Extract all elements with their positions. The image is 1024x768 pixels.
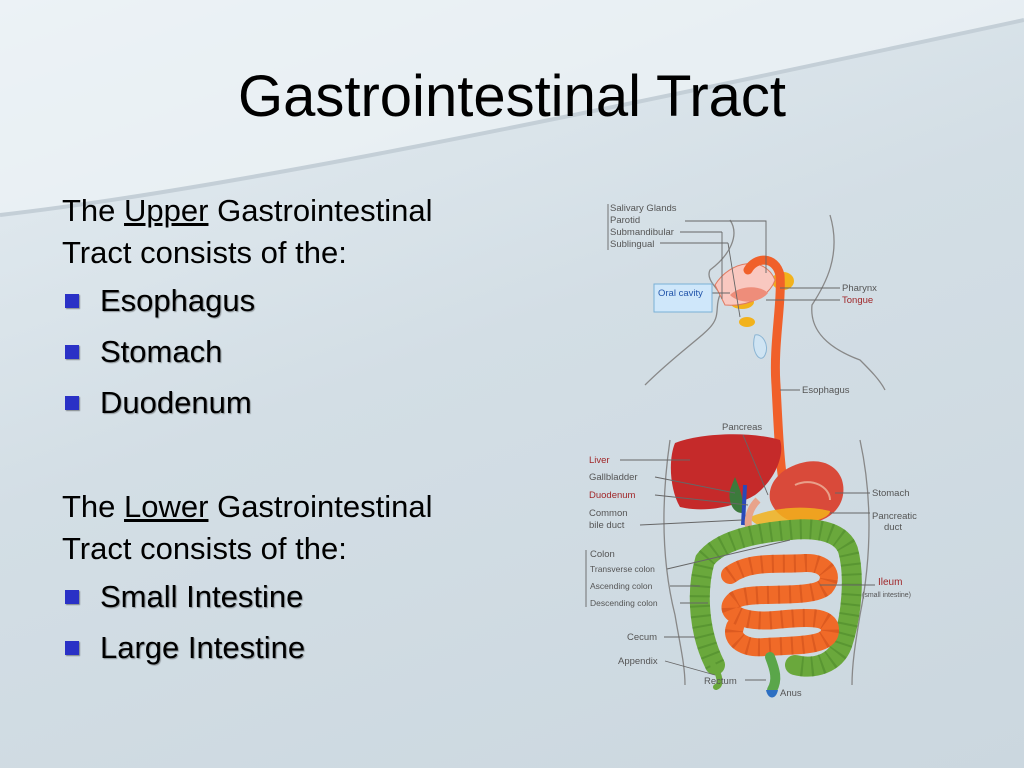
bullet-square-icon [65, 641, 79, 655]
lower-gi-list: Small Intestine Large Intestine [62, 576, 502, 669]
label-submandibular: Submandibular [610, 227, 674, 238]
label-gallbladder: Gallbladder [589, 472, 638, 483]
upper-gi-list: Esophagus Stomach Duodenum [62, 280, 502, 424]
background-swoosh [0, 0, 1024, 217]
bullet-square-icon [65, 345, 79, 359]
label-stomach: Stomach [872, 488, 910, 499]
list-item-stomach: Stomach [62, 331, 502, 373]
label-descending-colon: Descending colon [590, 598, 658, 608]
list-item-large-intestine: Large Intestine [62, 627, 502, 669]
label-liver: Liver [589, 455, 610, 466]
lower-keyword: Lower [124, 489, 209, 524]
liver-shape [670, 434, 782, 510]
oral-cavity-label-box [653, 283, 713, 313]
label-salivary-glands: Salivary Glands [610, 203, 677, 214]
trachea-shape [753, 334, 768, 359]
lower-gi-intro: The Lower Gastrointestinal Tract consist… [62, 489, 433, 566]
leader-lines [585, 204, 875, 681]
list-item-duodenum: Duodenum [62, 382, 502, 424]
rectum-shape [765, 652, 781, 695]
list-item-small-intestine: Small Intestine [62, 576, 502, 618]
label-duodenum: Duodenum [589, 490, 636, 501]
slide-title: Gastrointestinal Tract [238, 64, 786, 129]
sublingual-gland-shape [739, 317, 755, 327]
bullet-square-icon [65, 294, 79, 308]
label-sublingual: Sublingual [610, 239, 654, 250]
bullet-square-icon [65, 590, 79, 604]
anus-shape [766, 690, 778, 698]
upper-gi-intro: The Upper Gastrointestinal Tract consist… [62, 193, 433, 270]
label-pharynx: Pharynx [842, 283, 877, 294]
lower-gi-section: The Lower Gastrointestinal Tract consist… [62, 486, 502, 678]
label-common-bile-duct-1: Common [589, 508, 628, 519]
label-ileum: Ileum [878, 577, 902, 588]
label-pancreas: Pancreas [722, 422, 762, 433]
list-item-esophagus: Esophagus [62, 280, 502, 322]
colon-shape [689, 519, 862, 677]
label-small-intestine-note: (small intestine) [862, 592, 911, 599]
label-tongue: Tongue [842, 295, 873, 306]
appendix-shape [710, 662, 723, 690]
label-transverse-colon: Transverse colon [590, 564, 655, 574]
gi-tract-diagram: Salivary Glands Parotid Submandibular Su… [585, 203, 917, 699]
label-pancreatic-duct-1: Pancreatic [872, 511, 917, 522]
label-rectum: Rectum [704, 676, 737, 687]
upper-gi-section: The Upper Gastrointestinal Tract consist… [62, 190, 502, 433]
upper-keyword: Upper [124, 193, 209, 228]
label-oral-cavity: Oral cavity [658, 288, 703, 299]
label-ascending-colon: Ascending colon [590, 581, 653, 591]
label-esophagus: Esophagus [802, 385, 850, 396]
label-colon: Colon [590, 549, 615, 560]
bullet-square-icon [65, 396, 79, 410]
label-parotid: Parotid [610, 215, 640, 226]
body-outline [644, 214, 886, 686]
stomach-shape [769, 461, 844, 524]
tongue-shape [730, 287, 768, 302]
label-appendix: Appendix [618, 656, 658, 667]
diagram-labels: Salivary Glands Parotid Submandibular Su… [610, 203, 677, 250]
label-cecum: Cecum [627, 632, 657, 643]
small-intestine-shape [721, 554, 840, 657]
label-anus: Anus [780, 688, 802, 699]
label-pancreatic-duct-2: duct [884, 522, 902, 533]
label-common-bile-duct-2: bile duct [589, 520, 625, 531]
